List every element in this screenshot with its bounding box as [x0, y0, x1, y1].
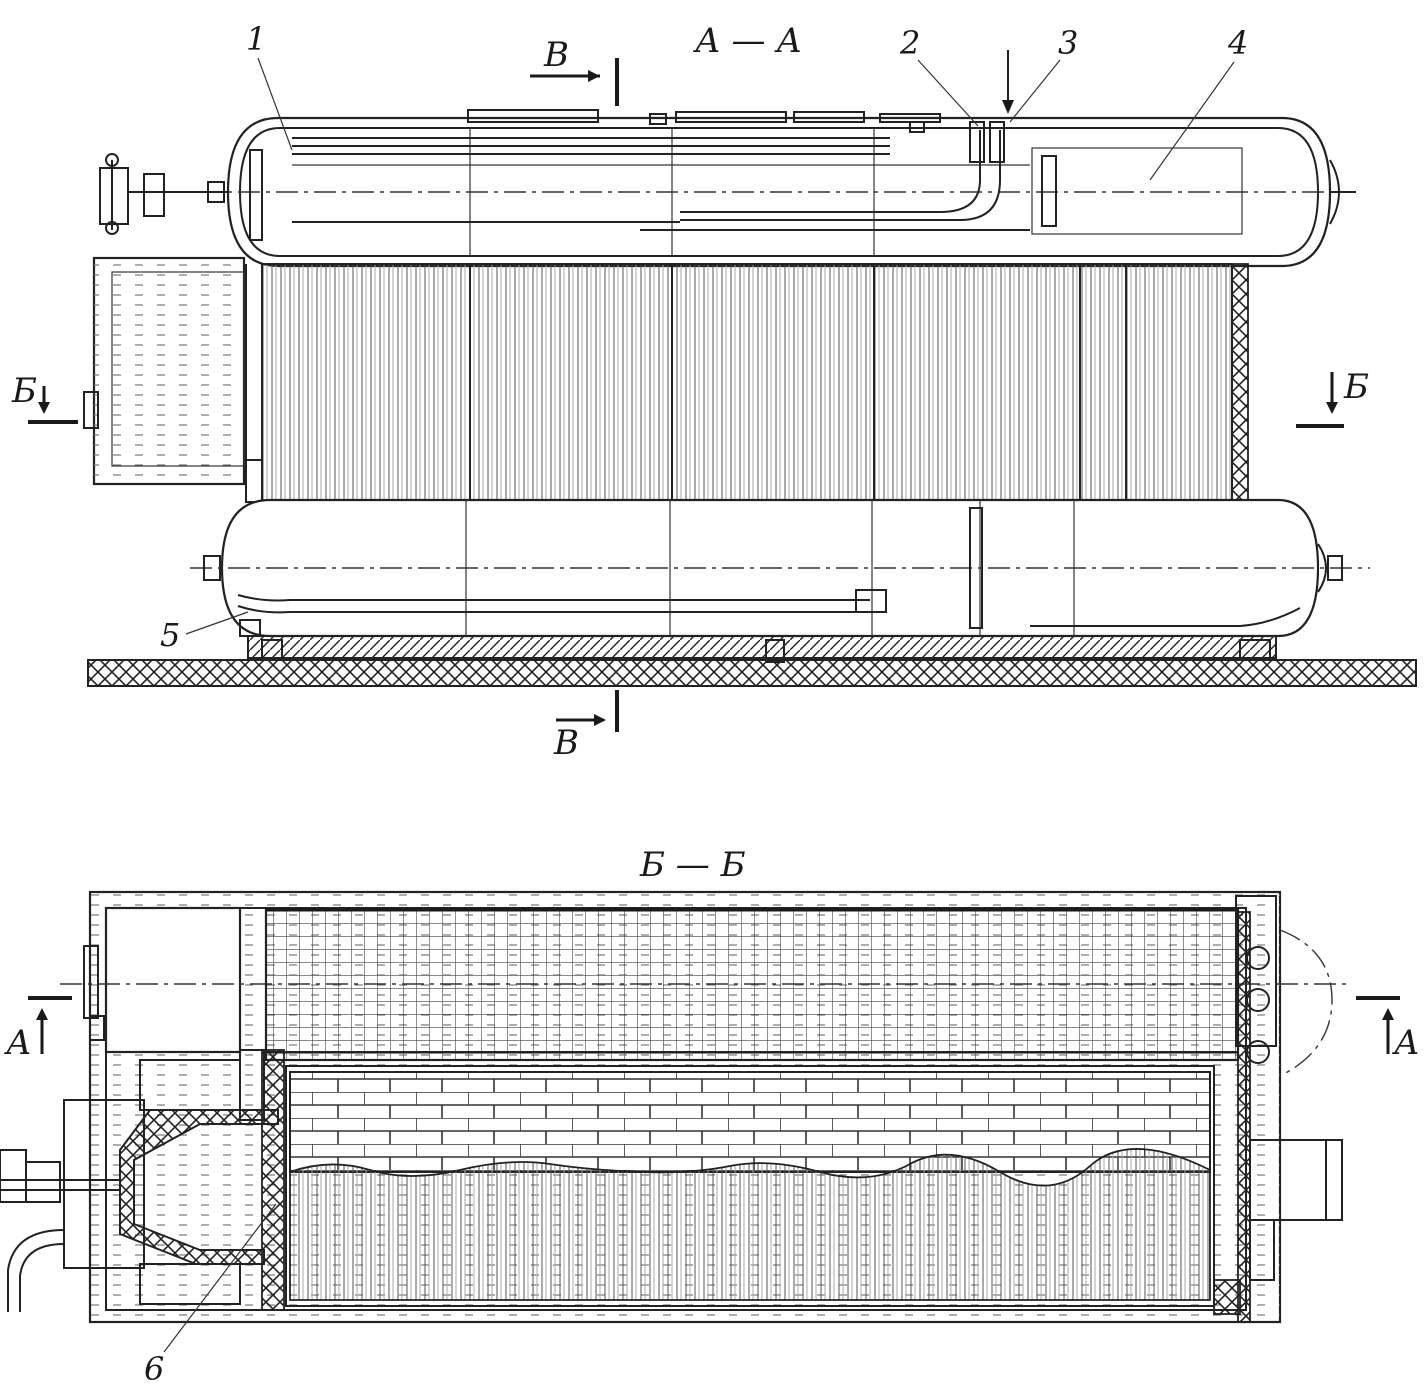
svg-text:4: 4: [1227, 24, 1248, 62]
section-mark-b-left: Б: [11, 371, 78, 424]
section-mark-a-left: А: [4, 996, 72, 1063]
svg-text:1: 1: [246, 20, 266, 58]
burner: [119, 1109, 279, 1265]
svg-text:3: 3: [1058, 24, 1078, 62]
svg-text:5: 5: [160, 616, 180, 654]
foundation: [87, 659, 1417, 687]
rear-insulation: [1231, 263, 1249, 503]
callout-6: 6: [144, 1203, 277, 1388]
section-mark-a-right: А: [1356, 996, 1420, 1063]
svg-text:А: А: [1392, 1023, 1420, 1063]
view-title-a-a: А — А: [693, 21, 802, 61]
svg-text:В: В: [543, 35, 569, 75]
callout-5: 5: [160, 611, 249, 654]
tube-bank: [261, 263, 1233, 503]
brick-lining: [289, 1071, 1211, 1173]
section-mark-b-right: Б: [1296, 367, 1369, 428]
view-a-a: А — А: [11, 20, 1417, 763]
callout-4: 4: [1149, 24, 1248, 181]
svg-text:Б: Б: [1343, 367, 1369, 407]
svg-text:А: А: [4, 1023, 32, 1063]
svg-text:В: В: [553, 723, 579, 763]
convective-tube-grid: [264, 908, 1240, 1062]
svg-text:2: 2: [899, 24, 920, 62]
section-mark-v-bottom: В: [553, 690, 619, 763]
section-mark-v-top: В: [530, 35, 619, 106]
svg-text:6: 6: [144, 1350, 164, 1388]
view-b-b: Б — Б: [0, 845, 1420, 1388]
callout-1: 1: [246, 20, 293, 151]
view-title-b-b: Б — Б: [639, 845, 746, 885]
base-plate: [247, 635, 1277, 659]
svg-text:Б: Б: [11, 371, 37, 411]
callout-2: 2: [899, 24, 979, 127]
callout-3: 3: [1009, 24, 1078, 123]
